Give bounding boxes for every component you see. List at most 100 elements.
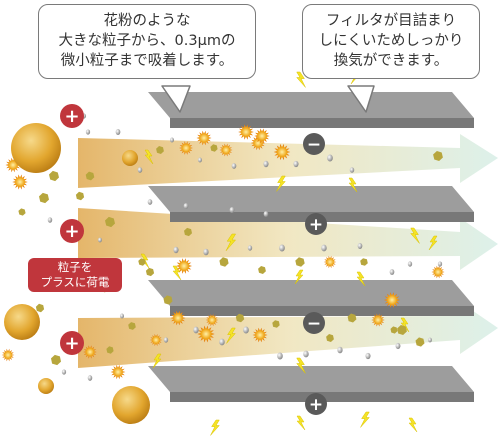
pollen-grain-large [11, 123, 61, 173]
airflow-arrow-1 [78, 134, 498, 188]
dust-particle [105, 216, 115, 228]
fine-particle [293, 160, 299, 168]
spark-bolt [144, 149, 154, 165]
fine-particle [169, 137, 175, 143]
dust-particle [39, 192, 49, 204]
fine-particle [183, 203, 189, 209]
minus-sign-1: − [307, 135, 321, 155]
plus-badge-2: + [60, 219, 84, 243]
dust-particle [85, 171, 95, 181]
spiky-particle [197, 325, 215, 343]
fine-particle [321, 244, 327, 252]
spark-bolt [348, 177, 358, 193]
dust-particle [235, 313, 245, 323]
spark-bolt [408, 417, 418, 433]
plus-sign-1: + [64, 106, 79, 127]
callout-left-line-1: 花粉のような [103, 13, 191, 29]
fine-particle [349, 167, 355, 173]
fine-particle [263, 211, 269, 217]
dust-particle [184, 227, 192, 237]
spark-bolt [296, 415, 306, 431]
dust-particle [35, 303, 45, 313]
spiky-particle [179, 141, 193, 155]
fine-particle [163, 337, 169, 343]
spiky-particle [252, 327, 268, 343]
fine-particle [137, 167, 143, 173]
pollen-grain-medium [4, 304, 40, 340]
dust-particle [219, 257, 229, 267]
fine-particle [279, 244, 285, 252]
fine-particle [61, 369, 67, 375]
charge-label-line-2: プラスに荷電 [40, 275, 110, 289]
fine-particle [229, 207, 235, 213]
spiky-particle [110, 364, 126, 380]
fine-particle [337, 346, 343, 354]
spark-bolt [360, 411, 370, 428]
fine-particle [303, 350, 309, 358]
plus-sign-2: + [64, 221, 79, 242]
dust-particle [397, 325, 407, 335]
collector-plate-1 [148, 92, 474, 128]
fine-particle [173, 246, 179, 254]
dust-particle [210, 144, 218, 152]
spark-bolt [296, 71, 306, 88]
plate-plus-badge-2: + [305, 393, 327, 415]
spiky-particle [12, 174, 28, 190]
spiky-particle [170, 310, 186, 326]
fine-particle [203, 248, 209, 256]
spiky-particle [83, 345, 97, 359]
pollen-grain-bottom [112, 386, 150, 424]
spark-bolt [226, 327, 236, 344]
spiky-particle [196, 130, 212, 146]
spark-bolt [225, 233, 237, 251]
fine-particle [87, 375, 93, 381]
spiky-particle [371, 313, 385, 327]
minus-badge-2: − [303, 312, 325, 334]
pollen-grain-small [38, 378, 54, 394]
dust-particle [145, 267, 155, 277]
dust-particle [75, 191, 85, 201]
plate-plus-sign-1: + [309, 215, 323, 235]
minus-sign-2: − [307, 314, 321, 334]
callout-tails [161, 85, 375, 113]
charge-label: 粒子を プラスに荷電 [28, 258, 122, 292]
callout-right-line-1: フィルタが目詰まり [325, 13, 457, 29]
fine-particle [277, 352, 283, 360]
electric-sparks [140, 69, 438, 436]
spiky-particle [431, 265, 445, 279]
spark-bolt [210, 419, 220, 436]
spiky-particle [238, 124, 254, 140]
fine-particle [147, 199, 153, 205]
collector-plate-3 [148, 280, 474, 316]
fine-particle [243, 326, 249, 334]
spark-bolt [356, 271, 366, 287]
fine-particle [389, 269, 395, 275]
plate-plus-badge-1: + [305, 213, 327, 235]
fine-particle [263, 160, 269, 168]
airflow-arrow-2 [78, 208, 498, 270]
fine-particle [327, 154, 333, 162]
fine-particle [231, 163, 237, 169]
dust-particle [433, 151, 443, 161]
dust-particle [272, 320, 280, 328]
spark-bolt [276, 175, 286, 192]
spiky-particle [219, 143, 233, 157]
dust-particle [128, 322, 136, 330]
dust-particle [258, 266, 266, 274]
spark-bolt [294, 269, 304, 285]
fine-particle [219, 338, 225, 346]
minus-badge-1: − [303, 133, 325, 155]
dust-particle [163, 295, 173, 305]
fine-particle [395, 342, 401, 350]
spiky-particle [1, 348, 15, 362]
fine-particle [247, 245, 253, 251]
dust-particle [18, 208, 26, 216]
fine-particle [428, 337, 432, 343]
pollen-grain-inflow [122, 150, 138, 166]
dust-particle [49, 170, 59, 182]
fine-particle [119, 313, 125, 319]
dust-particle [360, 258, 368, 266]
dust-particle [51, 354, 61, 366]
